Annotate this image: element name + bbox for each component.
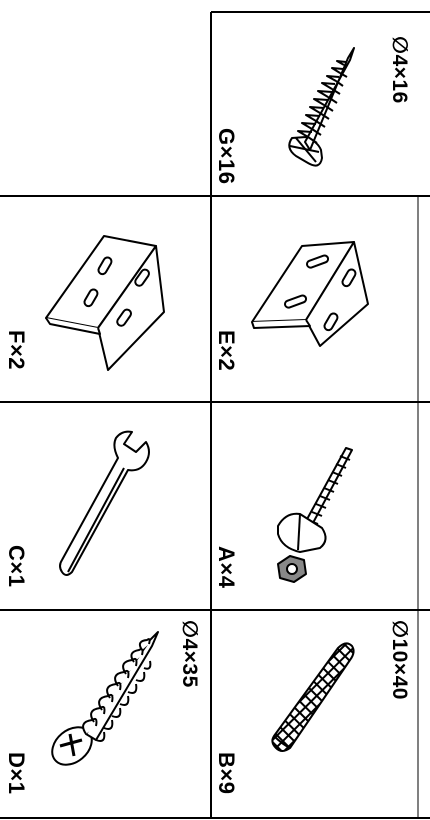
part-size-b: ∅10×40 xyxy=(387,620,412,700)
part-code-b: B×9 xyxy=(213,752,239,794)
